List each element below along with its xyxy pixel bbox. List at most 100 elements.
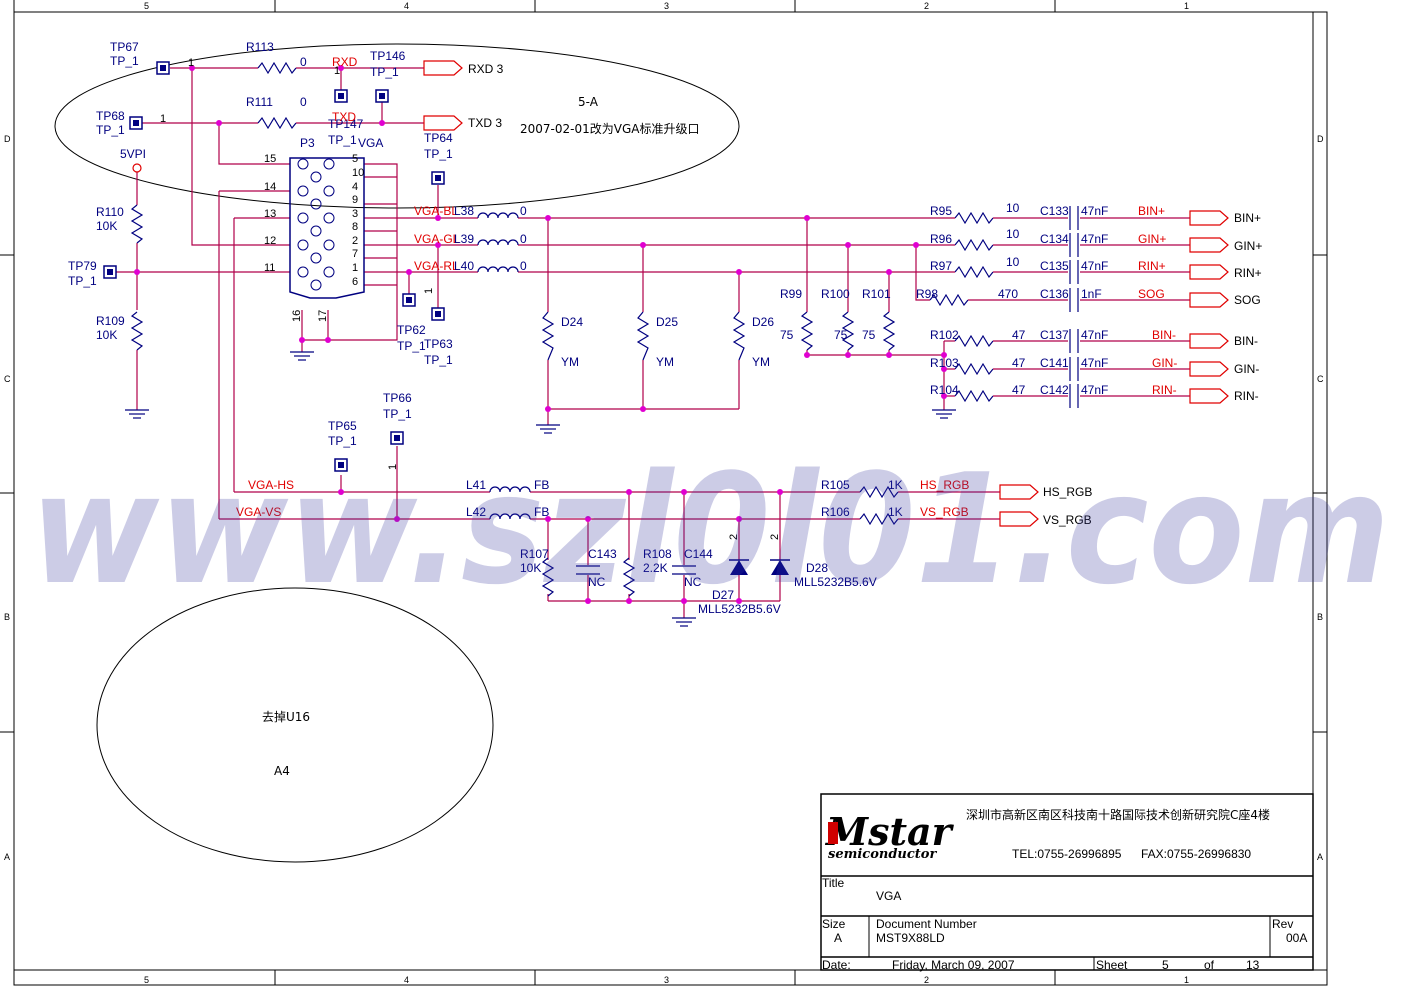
tp146-value: TP_1 bbox=[370, 65, 399, 79]
r101-ref: R101 bbox=[862, 287, 891, 301]
sync-caps bbox=[576, 565, 696, 575]
offpage-bin-n-label: BIN- bbox=[1234, 334, 1258, 348]
offpage-sog bbox=[1189, 292, 1229, 308]
r96-ref: R96 bbox=[930, 232, 952, 246]
d24-value: YM bbox=[561, 355, 579, 369]
offpage-bin-p bbox=[1189, 210, 1229, 226]
junctions bbox=[134, 65, 947, 604]
d28-value: MLL5232B5.6V bbox=[794, 575, 877, 589]
resistor-r104 bbox=[954, 390, 994, 402]
r110-ref: R110 bbox=[96, 205, 124, 219]
vcc-label: 5VPI bbox=[120, 147, 146, 161]
resistor-r101 bbox=[883, 311, 895, 351]
row-label: C bbox=[4, 374, 11, 384]
r105-ref: R105 bbox=[821, 478, 850, 492]
pin-number: 2 bbox=[769, 534, 781, 540]
tp62-value: TP_1 bbox=[397, 339, 426, 353]
ground-icon bbox=[535, 424, 561, 434]
offpage-vs-rgb-label: VS_RGB bbox=[1043, 513, 1092, 527]
pin-number: 1 bbox=[334, 65, 340, 77]
net-vga-g: VGA-GL bbox=[414, 232, 460, 246]
pin-number: 2 bbox=[728, 534, 740, 540]
c135-ref: C135 bbox=[1040, 259, 1069, 273]
pin-number: 12 bbox=[264, 235, 276, 247]
r109-value: 10K bbox=[96, 328, 117, 342]
title-block bbox=[820, 793, 1314, 971]
frame-labels: 5 4 3 2 1 5 4 3 2 1 D C B A D C B A bbox=[4, 1, 1324, 985]
d24-ref: D24 bbox=[561, 315, 583, 329]
tp79-ref: TP79 bbox=[68, 259, 97, 273]
row-label: D bbox=[4, 134, 11, 144]
resistor-r96 bbox=[954, 239, 994, 251]
pin-number: 1 bbox=[188, 57, 194, 69]
r95-ref: R95 bbox=[930, 204, 952, 218]
r113-ref: R113 bbox=[246, 40, 274, 54]
row-label: B bbox=[1317, 612, 1323, 622]
d25-ref: D25 bbox=[656, 315, 678, 329]
c136-value: 1nF bbox=[1081, 287, 1102, 301]
tp65-value: TP_1 bbox=[328, 434, 357, 448]
pin-number: 3 bbox=[352, 208, 358, 220]
l42-ref: L42 bbox=[466, 505, 486, 519]
offpage-rin-n-label: RIN- bbox=[1234, 389, 1259, 403]
testpoint-tp146 bbox=[375, 89, 389, 103]
l39-value: 0 bbox=[520, 232, 527, 246]
r100-ref: R100 bbox=[821, 287, 850, 301]
r98-value: 470 bbox=[998, 287, 1018, 301]
docnum-label: Document Number bbox=[876, 917, 977, 931]
offpage-bin-n bbox=[1189, 333, 1229, 349]
c143-ref: C143 bbox=[588, 547, 617, 561]
testpoint-tp67 bbox=[156, 61, 170, 75]
tp62-ref: TP62 bbox=[397, 323, 426, 337]
l38-ref: L38 bbox=[454, 204, 474, 218]
c141-value: 47nF bbox=[1081, 356, 1108, 370]
pin-number: 1 bbox=[160, 113, 166, 125]
net-sog: SOG bbox=[1138, 287, 1165, 301]
tp79-value: TP_1 bbox=[68, 274, 97, 288]
tp68-ref: TP68 bbox=[96, 109, 125, 123]
resistor-r103 bbox=[954, 363, 994, 375]
sheet-title: VGA bbox=[876, 889, 901, 903]
company-tel: TEL:0755-26996895 bbox=[1012, 847, 1122, 861]
vcc-symbol bbox=[132, 163, 142, 173]
testpoint-tp79 bbox=[103, 265, 117, 279]
sheet-label: Sheet bbox=[1096, 958, 1128, 972]
resistor-r95 bbox=[954, 212, 994, 224]
l39-ref: L39 bbox=[454, 232, 474, 246]
r100-value: 75 bbox=[834, 328, 848, 342]
r111-ref: R111 bbox=[246, 95, 273, 109]
resistor-r109 bbox=[131, 311, 143, 351]
d26-ref: D26 bbox=[752, 315, 774, 329]
col-label: 2 bbox=[924, 1, 929, 11]
offpage-bin-p-label: BIN+ bbox=[1234, 211, 1261, 225]
l41-value: FB bbox=[534, 478, 549, 492]
testpoint-tp147 bbox=[334, 89, 348, 103]
r99-ref: R99 bbox=[780, 287, 802, 301]
col-label: 1 bbox=[1184, 1, 1189, 11]
pin-number: 1 bbox=[352, 262, 358, 274]
docnum-value: MST9X88LD bbox=[876, 931, 945, 945]
c133-value: 47nF bbox=[1081, 204, 1108, 218]
coupling-caps bbox=[1069, 206, 1079, 408]
net-rin-p: RIN+ bbox=[1138, 259, 1166, 273]
r101-value: 75 bbox=[862, 328, 876, 342]
offpage-rxd-label: RXD 3 bbox=[468, 62, 504, 76]
pin-number: 5 bbox=[352, 153, 358, 165]
l40-ref: L40 bbox=[454, 259, 474, 273]
l42-value: FB bbox=[534, 505, 549, 519]
r108-ref: R108 bbox=[643, 547, 672, 561]
r98-ref: R98 bbox=[916, 287, 938, 301]
c137-value: 47nF bbox=[1081, 328, 1108, 342]
r99-value: 75 bbox=[780, 328, 794, 342]
col-label: 5 bbox=[144, 1, 149, 11]
pin-number: 10 bbox=[352, 167, 364, 179]
removed-part-tag: A4 bbox=[274, 764, 290, 778]
r97-ref: R97 bbox=[930, 259, 952, 273]
c134-ref: C134 bbox=[1040, 232, 1069, 246]
date-label: Date: bbox=[822, 958, 851, 972]
d27-ref: D27 bbox=[712, 588, 734, 602]
r104-ref: R104 bbox=[930, 383, 959, 397]
tp67-value: TP_1 bbox=[110, 54, 139, 68]
c136-ref: C136 bbox=[1040, 287, 1069, 301]
r111-value: 0 bbox=[300, 95, 307, 109]
